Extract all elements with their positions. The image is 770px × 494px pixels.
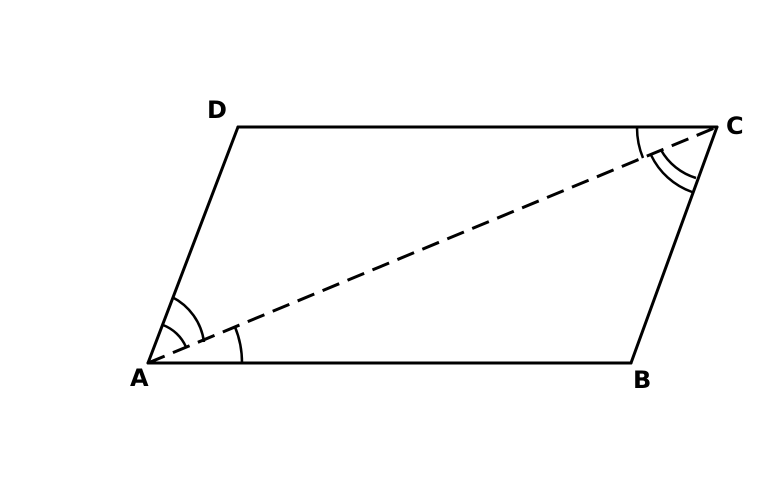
angle-mark-c-bca-inner bbox=[659, 149, 697, 180]
side-da bbox=[146, 125, 240, 365]
angle-mark-c-bca-outer bbox=[649, 154, 693, 194]
vertex-label-c: C bbox=[726, 112, 744, 140]
angle-mark-a-dac-inner bbox=[162, 323, 188, 348]
vertex-label-d: D bbox=[207, 96, 227, 124]
diagonal-ac bbox=[147, 125, 718, 365]
angle-mark-c-dca bbox=[635, 126, 645, 159]
angle-mark-a-dac-outer bbox=[171, 295, 206, 343]
vertex-label-b: B bbox=[633, 366, 651, 394]
side-bc bbox=[629, 125, 719, 365]
angle-mark-a-bac bbox=[233, 326, 244, 364]
vertex-label-a: A bbox=[130, 364, 149, 392]
